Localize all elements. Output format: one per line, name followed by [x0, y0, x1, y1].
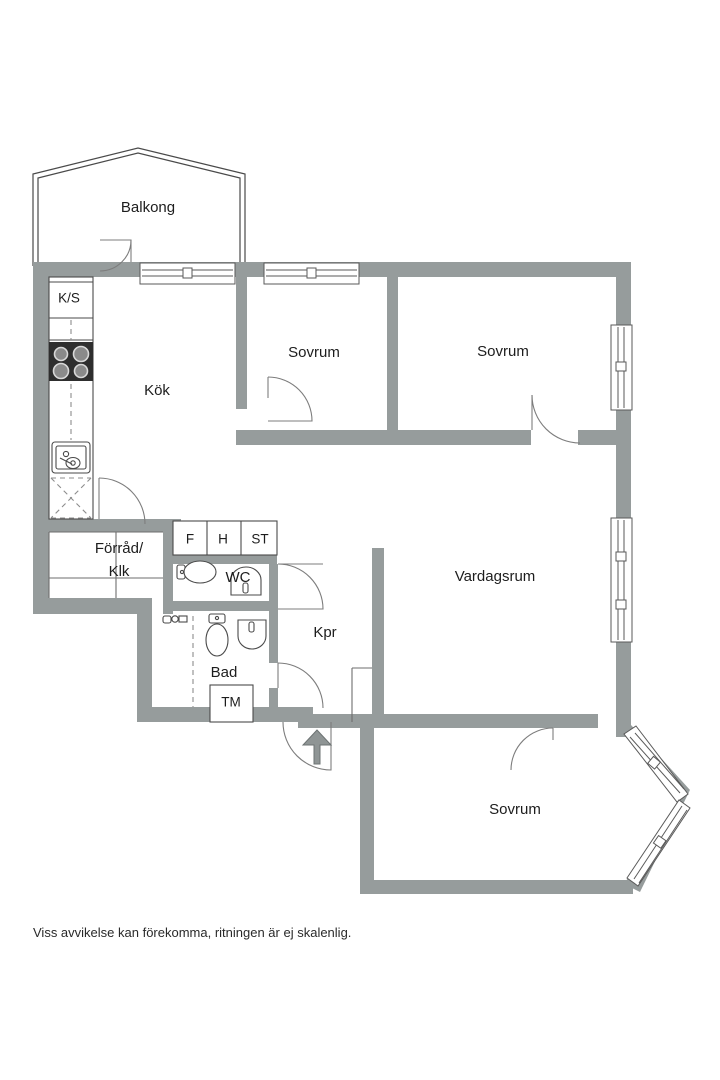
washing-machine-symbol	[209, 684, 254, 723]
washbasin-symbol-wc	[230, 566, 262, 596]
niche-outline	[351, 667, 372, 722]
closet-row	[172, 520, 278, 556]
room-label-bad: Bad	[211, 664, 238, 681]
room-label-klk: Klk	[109, 563, 130, 580]
room-label-balkong: Balkong	[121, 199, 175, 216]
room-label-kpr: Kpr	[313, 624, 336, 641]
closet-label-st: ST	[251, 532, 268, 547]
window-kitchen-top	[139, 262, 236, 285]
door-swings	[98, 239, 581, 771]
toilet-symbol-wc	[176, 560, 217, 584]
window-bay-upper	[623, 725, 689, 803]
closet-label-h: H	[218, 532, 228, 547]
toilet-symbol-bad	[205, 613, 229, 657]
fixture-label-kyl-sval: K/S	[58, 291, 80, 306]
dishwasher-symbol	[50, 477, 92, 519]
window-bedroom1-top	[263, 262, 360, 285]
room-label-vardagsrum: Vardagsrum	[455, 568, 536, 585]
fixture-label-tm: TM	[221, 695, 241, 710]
room-label-forrad: Förråd/	[95, 540, 144, 557]
forrad-klk-outline	[48, 531, 163, 598]
room-label-wc: WC	[226, 569, 251, 586]
stove-hob-symbol	[49, 342, 93, 381]
entrance-arrow	[301, 729, 333, 765]
window-bedroom2-right	[610, 324, 633, 411]
room-label-sovrum-3: Sovrum	[489, 801, 541, 818]
washbasin-symbol-bad	[237, 619, 267, 650]
balcony-outline	[32, 147, 246, 266]
shower-mixer-symbol	[162, 615, 188, 624]
room-label-sovrum-2: Sovrum	[477, 343, 529, 360]
closet-label-f: F	[186, 532, 194, 547]
room-label-sovrum-1: Sovrum	[288, 344, 340, 361]
disclaimer-caption: Viss avvikelse kan förekomma, ritningen …	[33, 925, 351, 940]
window-livingroom-right	[610, 517, 633, 643]
kitchen-sink-symbol	[51, 441, 91, 474]
interior-walls	[49, 277, 616, 728]
room-label-kok: Kök	[144, 382, 170, 399]
window-bay-lower	[626, 799, 691, 887]
